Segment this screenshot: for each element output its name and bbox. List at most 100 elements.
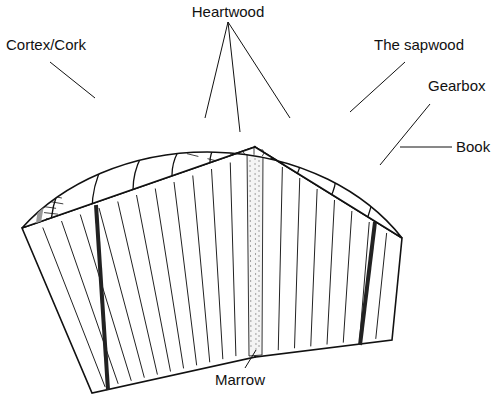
ray-hatch <box>262 148 267 156</box>
top-face <box>22 147 402 238</box>
bark-hatch <box>102 119 112 127</box>
part-label: Heartwood <box>192 4 265 21</box>
bark-hatch <box>44 213 58 215</box>
bark-hatch <box>42 230 56 231</box>
bark-hatch <box>105 114 115 122</box>
bark-hatch <box>381 117 391 125</box>
bark-hatch <box>332 88 338 98</box>
bark-hatch <box>46 219 60 220</box>
bark-hatch <box>437 183 450 186</box>
bark-hatch <box>446 218 460 219</box>
grain-line <box>43 228 105 387</box>
bark-hatch <box>160 83 166 93</box>
ray-hatch <box>321 119 330 125</box>
grain-line <box>327 200 335 345</box>
bark-hatch <box>99 125 109 133</box>
bark-hatch <box>320 81 325 91</box>
bark-hatch <box>55 172 68 176</box>
grain-line <box>137 195 171 372</box>
ray-hatch <box>223 163 234 166</box>
grain-line <box>311 189 317 346</box>
ray-hatch <box>291 100 296 108</box>
bark-hatch <box>380 109 389 117</box>
bark-hatch <box>253 72 254 83</box>
grain-line <box>278 167 282 350</box>
ray-hatch <box>213 100 218 108</box>
bark-hatch <box>155 88 161 98</box>
bark-hatch <box>140 92 147 102</box>
ray-hatch <box>225 122 230 130</box>
bark-hatch <box>442 213 456 215</box>
marrow-strip <box>247 150 263 356</box>
ray-hatch <box>269 136 274 144</box>
ray-hatch <box>254 146 255 155</box>
ray-hatch <box>281 145 290 151</box>
bark-hatch <box>89 126 100 133</box>
bark-hatch <box>308 75 312 86</box>
bark-hatch <box>313 81 318 92</box>
bark-hatch <box>196 75 200 86</box>
bark-hatch <box>76 141 88 147</box>
bark-hatch <box>346 89 353 99</box>
bark-hatch <box>63 169 76 174</box>
bark-hatch <box>438 207 452 209</box>
grain-line <box>230 163 236 357</box>
bark-hatch <box>50 202 64 204</box>
bark-hatch <box>443 201 457 203</box>
ray-hatch <box>310 154 321 157</box>
ray-hatch <box>273 163 284 166</box>
bark-hatch <box>441 224 455 226</box>
part-label: Marrow <box>215 372 265 389</box>
ray-hatch <box>202 135 211 141</box>
ray-hatch <box>289 159 300 162</box>
bark-band <box>360 222 375 345</box>
ray-hatch <box>254 117 255 126</box>
grain-line <box>174 182 197 365</box>
ray-hatch <box>207 159 218 162</box>
bark-hatch <box>238 70 240 81</box>
bark-hatch <box>64 156 76 161</box>
bark-hatch <box>55 178 68 182</box>
bark-hatch <box>118 107 127 116</box>
ray-hatch <box>269 154 278 160</box>
grain-line <box>376 233 387 339</box>
bark-hatch <box>47 189 60 192</box>
bark-hatch <box>430 167 443 172</box>
marrow-texture <box>250 158 259 352</box>
bark-hatch <box>122 102 131 111</box>
bark-hatch <box>40 224 54 226</box>
bark-hatch <box>418 158 430 163</box>
bark-hatch <box>274 73 276 84</box>
ray-hatch <box>157 146 168 149</box>
grain-line <box>212 169 223 359</box>
bark-hatch <box>202 72 205 83</box>
bark-hatch <box>438 195 452 198</box>
bark-hatch <box>409 136 420 143</box>
bark-hatch <box>55 185 68 188</box>
bark-hatch <box>267 68 268 79</box>
ray-hatch <box>254 133 255 142</box>
part-label: Book <box>456 139 490 156</box>
grain-line <box>295 178 300 348</box>
bark-hatch <box>373 107 382 116</box>
bark-hatch <box>169 85 175 95</box>
bark-hatch <box>424 162 437 167</box>
ray-hatch <box>218 145 227 151</box>
part-label: Cortex/Cork <box>6 37 86 54</box>
bark-hatch <box>73 153 85 159</box>
grain-line <box>343 211 352 343</box>
bark-hatch <box>42 206 56 208</box>
bark-hatch <box>288 70 291 81</box>
bark-band <box>96 205 108 390</box>
ray-hatch <box>187 154 198 157</box>
bark-hatch <box>232 73 233 84</box>
grain-line <box>155 189 183 369</box>
grain-line <box>118 202 158 375</box>
ray-hatch <box>178 119 187 125</box>
bark-hatch <box>388 119 398 127</box>
bark-hatch <box>175 81 180 91</box>
bark-hatch <box>364 98 372 107</box>
bark-hatch <box>395 122 405 130</box>
ray-hatch <box>241 148 246 156</box>
